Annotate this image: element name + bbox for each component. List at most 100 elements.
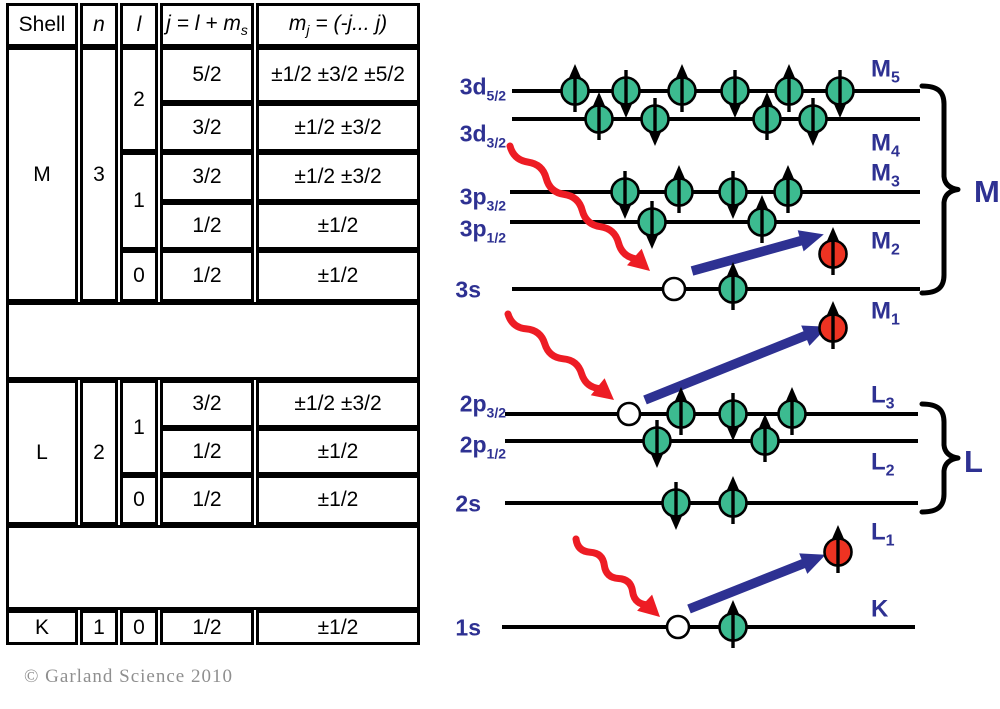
electron-hole <box>616 401 642 427</box>
level-label-2p32: 2p3/2 <box>460 390 507 420</box>
electron-hole <box>661 276 687 302</box>
cell-n-2: 2 <box>80 380 118 525</box>
spin-up-arrowhead-icon <box>568 64 582 79</box>
shell-brace-L <box>919 401 961 515</box>
spin-up-arrowhead-icon <box>726 476 740 491</box>
cell-l-0: 0 <box>120 250 158 302</box>
photon-wavy-arrow-2 <box>504 310 604 393</box>
shell-letter-L: L <box>964 444 983 479</box>
spin-up-arrowhead-icon <box>726 262 740 277</box>
xray-notation-label-M2: M2 <box>871 228 900 259</box>
xray-notation-label-M1: M1 <box>871 298 900 329</box>
table-header-row: Shell n l j = l + ms mj = (-j... j) <box>6 3 420 47</box>
photon-arrowhead-icon-3 <box>637 594 660 617</box>
cell-mj: ±1/2 <box>256 202 420 250</box>
header-n: n <box>80 3 118 47</box>
xray-notation-label-M3: M3 <box>871 160 900 191</box>
cell-l-0: 0 <box>120 610 158 645</box>
cell-l-2: 2 <box>120 47 158 152</box>
xray-notation-label-M5: M5 <box>871 56 900 87</box>
spin-up-arrowhead-icon <box>782 64 796 79</box>
spin-up-arrowhead-icon <box>672 165 686 180</box>
spin-down-arrowhead-icon <box>648 131 662 146</box>
photon-arrowhead-icon-2 <box>590 378 614 400</box>
spin-down-arrowhead-icon <box>726 204 740 219</box>
transition-arrow-1 <box>690 235 806 276</box>
level-label-3d52: 3d5/2 <box>460 73 507 103</box>
table-gap-row <box>6 302 420 380</box>
level-label-3d32: 3d3/2 <box>460 120 507 150</box>
spin-down-arrowhead-icon <box>619 103 633 118</box>
cell-mj: ±1/2 <box>256 428 420 475</box>
xray-notation-label-L1: L1 <box>871 519 895 550</box>
level-label-2p12: 2p1/2 <box>460 431 507 461</box>
cell-mj: ±1/2 ±3/2 ±5/2 <box>256 47 420 103</box>
spin-up-arrowhead-icon <box>592 92 606 107</box>
level-label-3s: 3s <box>455 276 481 302</box>
table-row: 1 3/2 ±1/2 ±3/2 <box>6 152 420 250</box>
level-label-2s: 2s <box>455 490 481 516</box>
cell-l-1: 1 <box>120 380 158 475</box>
cell-n-1: 1 <box>80 610 118 645</box>
spin-up-arrowhead-icon <box>675 64 689 79</box>
spin-down-arrowhead-icon <box>618 204 632 219</box>
table-row: 3/2 ±1/2 ±3/2 <box>6 103 420 152</box>
table-row: 1/2 ±1/2 <box>6 428 420 475</box>
table-row: 0 1/2 ±1/2 <box>6 250 420 302</box>
cell-n-3: 3 <box>80 47 118 302</box>
spin-down-arrowhead-icon <box>726 426 740 441</box>
header-l: l <box>120 3 158 47</box>
cell-j: 3/2 <box>160 380 254 428</box>
cell-l-0: 0 <box>120 475 158 525</box>
xray-notation-label-L2: L2 <box>871 449 895 480</box>
shell-brace-M <box>919 83 961 296</box>
cell-mj: ±1/2 ±3/2 <box>256 152 420 202</box>
cell-j: 5/2 <box>160 47 254 103</box>
cell-mj: ±1/2 <box>256 610 420 645</box>
cell-j: 1/2 <box>160 250 254 302</box>
cell-shell-L: L <box>6 380 78 525</box>
gap-cell <box>6 302 420 380</box>
electron-hole <box>665 614 691 640</box>
spin-up-arrowhead-icon <box>826 301 840 316</box>
table-row: M 3 2 5/2 ±1/2 ±3/2 ±5/2 <box>6 47 420 302</box>
cell-shell-M: M <box>6 47 78 302</box>
cell-j: 1/2 <box>160 428 254 475</box>
level-label-3p32: 3p3/2 <box>460 183 507 213</box>
spin-up-arrowhead-icon <box>781 165 795 180</box>
spin-up-arrowhead-icon <box>826 227 840 242</box>
gap-cell <box>6 525 420 610</box>
xray-notation-label-K: K <box>871 596 889 623</box>
spin-down-arrowhead-icon <box>728 103 742 118</box>
level-label-1s: 1s <box>455 614 481 640</box>
spin-down-arrowhead-icon <box>833 103 847 118</box>
spin-up-arrowhead-icon <box>726 600 740 615</box>
header-j: j = l + ms <box>160 3 254 47</box>
spin-up-arrowhead-icon <box>674 387 688 402</box>
cell-mj: ±1/2 <box>256 475 420 525</box>
cell-j: 3/2 <box>160 103 254 152</box>
spin-up-arrowhead-icon <box>785 387 799 402</box>
xray-notation-label-L3: L3 <box>871 382 895 413</box>
quantum-numbers-table-wrap: Shell n l j = l + ms mj = (-j... j) M 3 … <box>4 3 422 645</box>
table-row: K 1 0 1/2 ±1/2 <box>6 610 420 645</box>
header-shell: Shell <box>6 3 78 47</box>
cell-mj: ±1/2 ±3/2 <box>256 380 420 428</box>
table-gap-row <box>6 525 420 610</box>
spin-up-arrowhead-icon <box>760 92 774 107</box>
cell-j: 1/2 <box>160 475 254 525</box>
photon-wavy-arrow-3 <box>572 535 651 609</box>
spin-down-arrowhead-icon <box>806 131 820 146</box>
transition-arrowhead-icon-1 <box>797 230 824 252</box>
spin-down-arrowhead-icon <box>645 234 659 249</box>
spin-up-arrowhead-icon <box>758 414 772 429</box>
table-row: 1/2 ±1/2 <box>6 202 420 250</box>
spin-down-arrowhead-icon <box>669 515 683 530</box>
transition-arrow-3 <box>687 557 809 614</box>
cell-j: 3/2 <box>160 152 254 202</box>
spin-up-arrowhead-icon <box>755 195 769 210</box>
spin-down-arrowhead-icon <box>650 453 664 468</box>
transition-arrowhead-icon-3 <box>799 553 826 574</box>
spin-up-arrowhead-icon <box>831 525 845 540</box>
cell-mj: ±1/2 ±3/2 <box>256 103 420 152</box>
